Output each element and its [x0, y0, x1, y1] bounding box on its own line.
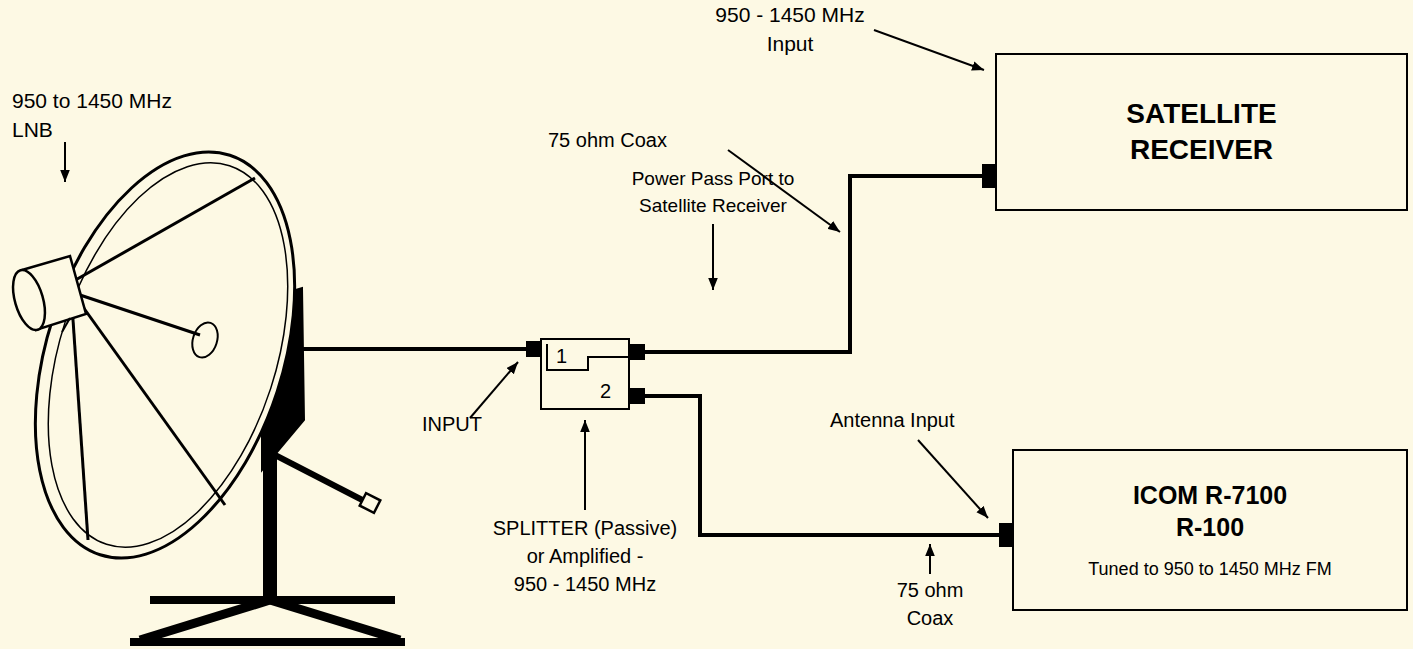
coax-connector: [982, 164, 995, 188]
feed-arms: [72, 178, 255, 540]
callout-label: 950 - 1450 MHz Input: [700, 0, 880, 59]
feed-arm: [72, 305, 88, 540]
callout-label: Antenna Input: [830, 406, 955, 434]
leader-line: [470, 362, 518, 418]
splitter-divider: [547, 344, 628, 370]
stand-bar: [150, 596, 395, 604]
stand-base: [130, 638, 405, 646]
leader-line: [64, 142, 66, 182]
callout-label: 950 to 1450 MHz LNB: [12, 86, 202, 145]
splitter-box: 12: [540, 338, 630, 410]
dish-rim: [0, 119, 342, 591]
dish-hub: [188, 319, 222, 361]
leader-line: [874, 30, 984, 70]
rod-end: [360, 493, 381, 513]
callout-label: 75 ohm Coax: [880, 576, 980, 632]
port-number: 1: [556, 345, 567, 367]
receiver-box: SATELLITE RECEIVER: [995, 53, 1408, 211]
coax-cable: [290, 347, 528, 351]
coax-cable: [630, 396, 1012, 535]
leader-line: [929, 544, 931, 574]
callout-label: SPLITTER (Passive) or Amplified - 950 - …: [480, 514, 690, 598]
elevation-rod: [275, 455, 372, 505]
box-text: ICOM R-7100 R-100: [1120, 479, 1300, 544]
coax-connector: [999, 523, 1012, 547]
leader-line: [584, 420, 586, 510]
lnb-face: [7, 266, 51, 333]
leader-line: [728, 150, 840, 232]
leader-line: [712, 224, 714, 290]
coax-connector: [630, 388, 645, 404]
coax-connector: [630, 344, 645, 360]
lnb-tab: [62, 318, 70, 332]
box-text: SATELLITE RECEIVER: [1072, 96, 1332, 169]
dish-inner-rim: [4, 132, 332, 577]
box-text: Tuned to 950 to 1450 MHz FM: [1088, 558, 1331, 581]
stand-leg: [270, 600, 400, 640]
feed-arm: [78, 300, 225, 505]
callout-label: Power Pass Port to Satellite Receiver: [598, 166, 828, 219]
scanner-box: ICOM R-7100 R-100Tuned to 950 to 1450 MH…: [1012, 449, 1408, 611]
dish-reflector: [0, 119, 342, 591]
stand-leg: [140, 600, 270, 640]
port-number: 2: [600, 380, 611, 402]
leader-line: [918, 440, 988, 518]
callout-label: INPUT: [422, 410, 482, 438]
callout-label: 75 ohm Coax: [548, 126, 667, 154]
lnb: [7, 256, 86, 334]
feed-arm: [80, 295, 200, 335]
feed-arm: [72, 178, 255, 282]
splitter-inner-outline: [542, 340, 628, 408]
